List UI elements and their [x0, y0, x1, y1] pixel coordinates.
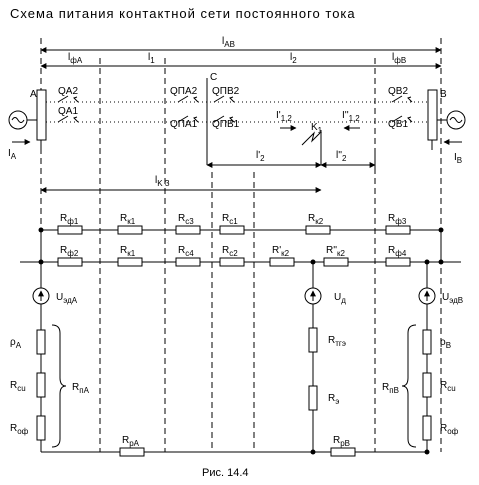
label-lfa: lфA — [68, 52, 83, 65]
left-resistor-1-body — [36, 329, 46, 355]
current-ia: IA — [8, 148, 17, 161]
mid-resistor-2-label: Rк1 — [120, 245, 136, 258]
label-lfb: lфB — [392, 52, 406, 65]
top-resistor-1-label: Rф1 — [60, 213, 79, 226]
top-resistor-6-body — [385, 225, 411, 235]
breaker-qa1: QA1 — [58, 106, 78, 117]
bottom-resistor-1-body — [119, 447, 145, 457]
bottom-resistors: RрA RрB — [119, 435, 356, 457]
right-resistor-2-label: Rсu — [440, 380, 456, 393]
label-lkz: lK З — [155, 175, 170, 188]
mid-resistor-5-label: R'к2 — [272, 245, 290, 258]
mid-resistor-3-label: Rс4 — [178, 245, 194, 258]
label-lab: lAB — [222, 36, 235, 49]
top-resistor-2-label: Rк1 — [120, 213, 136, 226]
left-resistor-1-label: ρA — [10, 337, 22, 350]
top-resistor-5-body — [305, 225, 331, 235]
breakers — [57, 95, 413, 123]
source-ud-label: Uд — [334, 292, 346, 305]
mid-resistor-1-body — [57, 257, 83, 267]
source-ub-label: UэдB — [442, 292, 463, 305]
mid-resistor-4-body — [219, 257, 245, 267]
top-resistor-3-label: Rс3 — [178, 213, 194, 226]
top-row-resistors: Rф1 Rк1 Rс3 Rс1 Rк2 Rф3 — [57, 213, 411, 235]
left-resistor-3-label: Rоф — [10, 423, 29, 436]
mid-branch-resistor-1-body — [308, 327, 318, 353]
right-resistor-1-body — [422, 329, 432, 355]
top-resistor-4-label: Rс1 — [222, 213, 238, 226]
label-l2pp: l''2 — [336, 150, 347, 163]
left-resistor-2-label: Rсu — [10, 380, 26, 393]
junction-dot-1 — [38, 227, 44, 233]
mid-resistor-3-body — [175, 257, 201, 267]
mid-branch-resistor-1-label: Rтгэ — [328, 335, 346, 348]
substation-b-bus — [427, 89, 438, 141]
breaker-qpv1: QПB1 — [212, 119, 240, 130]
left-group-label: RпA — [72, 382, 90, 395]
breaker-qb2: QB2 — [388, 86, 408, 97]
label-l1: l1 — [148, 52, 155, 65]
right-brace — [401, 324, 417, 448]
top-resistor-1-body — [57, 225, 83, 235]
left-resistor-2-body — [36, 372, 46, 398]
current-ib: IB — [454, 152, 462, 165]
contact-network: A IA B IB C QA2 QA1 QПA2 QПA1 QПB2 — [8, 72, 466, 172]
source-ua-label: UэдA — [56, 292, 78, 305]
dimension-lines — [40, 47, 442, 193]
junction-dot-2 — [438, 227, 444, 233]
node-b: B — [440, 89, 447, 100]
junction-dot-4 — [438, 259, 444, 265]
bottom-resistor-1-label: RрA — [122, 435, 140, 448]
mid-resistor-7-body — [385, 257, 411, 267]
label-l2p: l'2 — [256, 150, 265, 163]
mid-resistor-4-label: Rс2 — [222, 245, 238, 258]
right-resistor-3-label: Rоф — [440, 423, 459, 436]
substation-a-bus — [36, 89, 47, 141]
left-brace — [51, 324, 67, 448]
current-i12p: I'1,2 — [276, 110, 292, 123]
breaker-qa2: QA2 — [58, 86, 78, 97]
bottom-resistor-2-label: RрB — [333, 435, 350, 448]
mid-resistor-7-label: Rф4 — [388, 245, 407, 258]
current-i12pp: I''1,2 — [342, 110, 360, 123]
bottom-resistor-2-body — [330, 447, 356, 457]
mid-row-resistors: Rф2 Rк1 Rс4 Rс2 R'к2 R''к2 Rф4 — [57, 245, 411, 267]
section-lines — [40, 38, 442, 452]
node-k: K1 — [311, 122, 323, 135]
mid-resistor-1-label: Rф2 — [60, 245, 79, 258]
node-a: A — [30, 89, 37, 100]
top-resistor-6-label: Rф3 — [388, 213, 407, 226]
mid-resistor-6-body — [323, 257, 349, 267]
label-l2: l2 — [290, 52, 297, 65]
top-resistor-4-body — [219, 225, 245, 235]
right-resistor-3-body — [422, 415, 432, 441]
diagram-title: Схема питания контактной сети постоянног… — [10, 6, 356, 21]
breaker-qpv2: QПB2 — [212, 86, 240, 97]
node-c: C — [210, 72, 217, 83]
left-resistor-3-body — [36, 415, 46, 441]
breaker-qpa2: QПA2 — [170, 86, 198, 97]
mid-resistor-2-body — [117, 257, 143, 267]
mid-resistor-5-body — [269, 257, 295, 267]
breaker-qpa1: QПA1 — [170, 119, 198, 130]
fault-point-icon — [301, 131, 321, 146]
top-resistor-3-body — [175, 225, 201, 235]
dimension-labels: lAB lфA l1 l2 lфB l'2 l''2 lK З — [68, 36, 406, 188]
mid-resistor-6-label: R''к2 — [326, 245, 346, 258]
right-resistor-2-body — [422, 372, 432, 398]
mid-branch-resistor-2-label: Rэ — [328, 393, 339, 406]
right-group-label: RпB — [382, 382, 399, 395]
top-resistor-5-label: Rк2 — [308, 213, 324, 226]
top-resistor-2-body — [117, 225, 143, 235]
right-resistor-1-label: ρB — [440, 337, 451, 350]
breaker-qb1: QB1 — [388, 119, 408, 130]
mid-branch-resistor-2-body — [308, 385, 318, 411]
figure-caption: Рис. 14.4 — [202, 467, 249, 479]
